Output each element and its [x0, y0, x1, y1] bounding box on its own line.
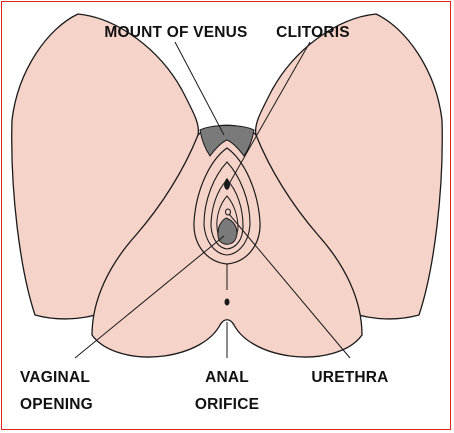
- label-anal-orifice-line1: ANAL: [205, 369, 249, 386]
- label-urethra: URETHRA: [311, 369, 388, 386]
- label-vaginal-opening-line1: VAGINAL: [20, 369, 90, 386]
- label-mount-of-venus: MOUNT OF VENUS: [104, 24, 247, 41]
- label-clitoris: CLITORIS: [276, 24, 350, 41]
- anal-orifice-shape: [225, 299, 230, 306]
- label-vaginal-opening-line2: OPENING: [20, 396, 93, 413]
- label-anal-orifice-line2: ORIFICE: [195, 396, 259, 413]
